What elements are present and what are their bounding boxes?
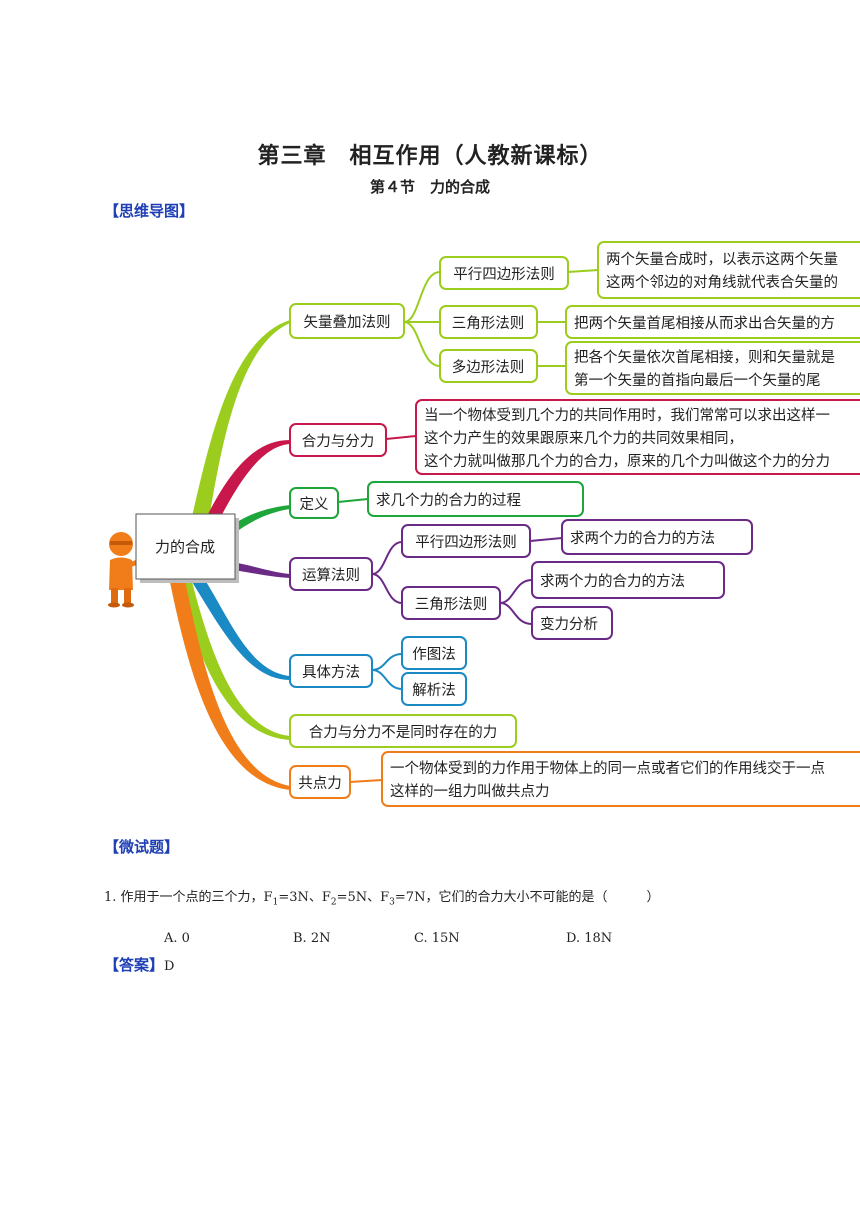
node-vector-label: 矢量叠加法则	[304, 314, 391, 331]
node-parallelogram	[439, 256, 569, 290]
node-definition-label: 定义	[300, 496, 329, 513]
desc-concurrent-line1: 一个物体受到的力作用于物体上的同一点或者它们的作用线交于一点	[390, 759, 825, 777]
question-text-start: 作用于一个点的三个力，F	[120, 890, 273, 905]
desc-polygon-line2: 第一个矢量的首指向最后一个矢量的尾	[574, 371, 821, 389]
desc-polygon-line1: 把各个矢量依次首尾相接，则和矢量就是	[574, 349, 835, 366]
node-notsim-label: 合力与分力不是同时存在的力	[309, 724, 498, 741]
desc-rules-triangle-2-text: 变力分析	[540, 616, 598, 633]
desc-rules-parallelogram	[561, 519, 753, 555]
desc-parallelogram-line1: 两个矢量合成时，以表示这两个矢量	[606, 251, 838, 268]
node-rules-parallelogram-label: 平行四边形法则	[415, 534, 517, 551]
center-board	[135, 513, 236, 580]
trunk-resultant	[205, 440, 290, 522]
option-a: A. 0	[164, 931, 190, 946]
node-triangle	[439, 305, 538, 339]
force-3-value: =7N，它们的合力大小不可能的是（ ）	[394, 890, 660, 905]
sub-connectors	[337, 269, 599, 783]
desc-triangle	[565, 305, 860, 339]
node-rules-triangle-label: 三角形法则	[415, 596, 488, 613]
desc-resultant-line2: 这个力产生的效果跟原来几个力的共同效果相同，	[424, 430, 743, 447]
node-concurrent-label: 共点力	[298, 775, 342, 792]
desc-definition-text: 求几个力的合力的过程	[376, 492, 521, 509]
desc-rules-triangle-1-text: 求两个力的合力的方法	[540, 573, 685, 590]
node-polygon	[439, 349, 538, 383]
force-2-value: =5N、F	[336, 890, 390, 905]
force-2-subscript: 2	[330, 897, 337, 908]
section-subtitle: 第４节 力的合成	[369, 178, 490, 196]
chapter-title: 第三章 相互作用（人教新课标）	[257, 144, 603, 169]
option-c: C. 15N	[414, 931, 460, 946]
test-section-label: 【微试题】	[104, 838, 180, 856]
node-triangle-label: 三角形法则	[452, 315, 525, 332]
desc-rules-triangle-2	[531, 606, 613, 640]
node-notsim	[289, 714, 517, 748]
node-polygon-label: 多边形法则	[452, 359, 525, 376]
node-methods-label: 具体方法	[302, 664, 360, 681]
trunk-concurrent	[170, 580, 290, 790]
node-graphic-method-label: 作图法	[412, 646, 456, 663]
question-1: 1. 作用于一个点的三个力，F1=3N、F2=5N、F3=7N，它们的合力大小不…	[104, 886, 659, 908]
node-graphic-method	[401, 636, 467, 670]
force-1-subscript: 1	[272, 897, 279, 908]
desc-resultant-line1: 当一个物体受到几个力的共同作用时，我们常常可以求出这样一	[424, 407, 830, 424]
node-rules	[289, 557, 373, 591]
option-d: D. 18N	[566, 931, 613, 946]
question-number: 1.	[104, 890, 117, 905]
desc-parallelogram-line2: 这两个邻边的对角线就代表合矢量的	[606, 274, 838, 291]
node-parallelogram-label: 平行四边形法则	[453, 266, 555, 283]
option-b: B. 2N	[293, 931, 331, 946]
desc-rules-triangle-1	[531, 561, 725, 599]
trunk-vector	[190, 320, 290, 525]
node-definition	[289, 487, 339, 519]
node-rules-label: 运算法则	[302, 567, 360, 584]
answer-row: 【答案】D	[104, 954, 174, 975]
trunk-methods	[192, 580, 290, 680]
node-vector	[289, 303, 405, 339]
node-resultant-label: 合力与分力	[302, 433, 375, 450]
desc-resultant-line3: 这个力就叫做那几个力的合力，原来的几个力叫做这个力的分力	[424, 453, 830, 470]
desc-concurrent-line2: 这样的一组力叫做共点力	[390, 783, 550, 800]
node-analytic-method-label: 解析法	[412, 682, 456, 699]
mindmap-section-label: 【思维导图】	[104, 202, 195, 220]
desc-resultant	[415, 399, 860, 475]
force-3-subscript: 3	[389, 897, 395, 908]
desc-triangle-line1: 把两个矢量首尾相接从而求出合矢量的方	[574, 315, 835, 332]
trunk-rules	[232, 562, 290, 578]
desc-definition	[367, 481, 584, 517]
answer-value: D	[164, 959, 175, 974]
trunk-definition	[225, 505, 290, 535]
force-1-value: =3N、F	[278, 890, 331, 905]
mind-map-diagram: 力的合成 矢量叠加法则 合力与分力 定义 运算法则 具体方法 合力与分力不是同时…	[108, 241, 860, 807]
node-resultant	[289, 423, 387, 457]
desc-rules-parallelogram-text: 求两个力的合力的方法	[570, 530, 715, 547]
desc-parallelogram	[597, 241, 860, 299]
node-methods	[289, 654, 373, 688]
trunk-notsim	[178, 582, 290, 740]
node-analytic-method	[401, 672, 467, 706]
answer-label: 【答案】	[104, 956, 165, 974]
desc-polygon	[565, 341, 860, 395]
desc-concurrent	[381, 751, 860, 807]
node-rules-parallelogram	[401, 524, 531, 558]
node-concurrent	[289, 765, 351, 799]
node-rules-triangle	[401, 586, 501, 620]
center-node-label: 力的合成	[155, 538, 215, 556]
